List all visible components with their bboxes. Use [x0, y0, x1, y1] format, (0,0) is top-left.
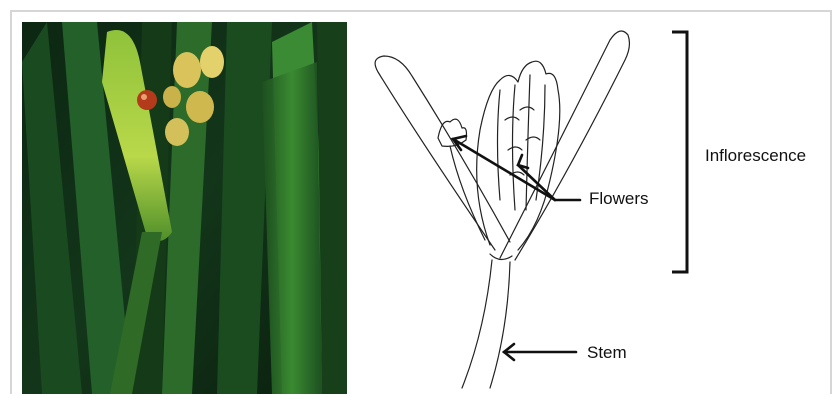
flower-bud	[186, 91, 214, 123]
flowers-arrow-head-2	[518, 155, 528, 168]
inflorescence-label: Inflorescence	[705, 146, 806, 166]
leaf-blade-textured	[262, 62, 322, 394]
flower-bud	[165, 118, 189, 146]
flower-red	[137, 90, 157, 110]
flower-red-highlight	[141, 94, 147, 100]
spathe-right-lobe	[500, 31, 629, 260]
flowers-label: Flowers	[589, 189, 649, 209]
stem-label: Stem	[587, 343, 627, 363]
small-flower-stalk	[450, 146, 485, 240]
flower-bud	[200, 46, 224, 78]
inflorescence-bracket	[672, 32, 687, 272]
spathe-left-lobe	[375, 56, 510, 250]
flower-bud	[163, 86, 181, 108]
seagrass-photo	[22, 22, 347, 394]
stem-outline	[462, 260, 510, 388]
flower-petal-lines	[505, 107, 540, 175]
flower-bud	[173, 52, 201, 88]
leaf-blade	[317, 22, 347, 394]
